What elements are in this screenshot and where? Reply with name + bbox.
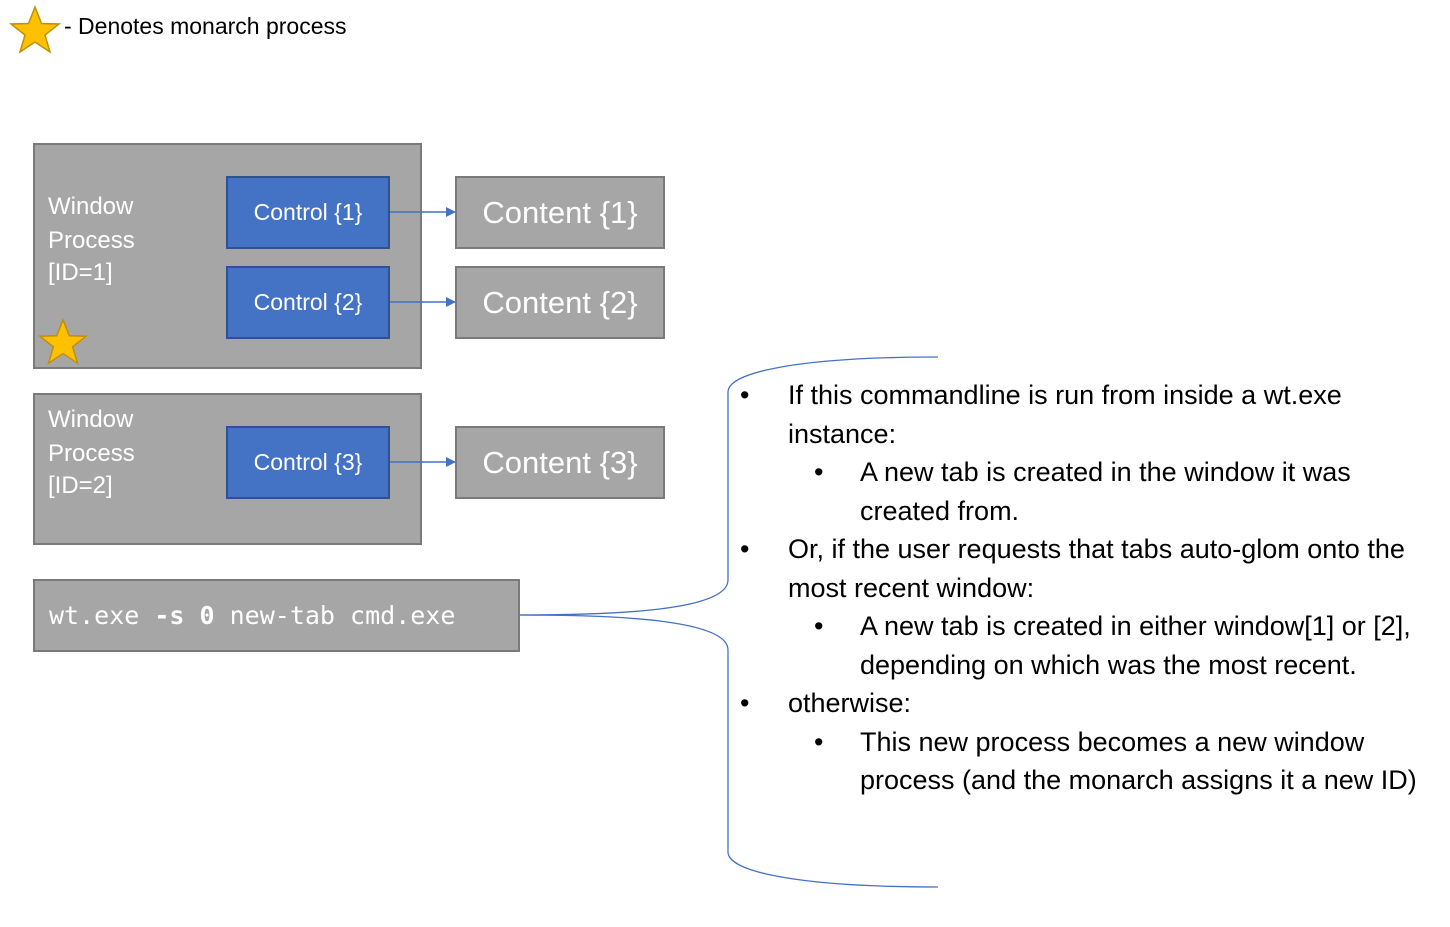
notes-panel: If this commandline is run from inside a… xyxy=(740,376,1420,800)
note-subitem: This new process becomes a new window pr… xyxy=(740,723,1420,800)
content-2: Content {2} xyxy=(455,266,665,339)
note-item: otherwise: xyxy=(740,684,1420,723)
content-3: Content {3} xyxy=(455,426,665,499)
control-2: Control {2} xyxy=(226,266,390,339)
window-label-line: Process xyxy=(48,440,135,467)
command-suffix: new-tab cmd.exe xyxy=(214,601,456,630)
window-label: Window Process [ID=2] xyxy=(48,403,198,503)
control-1: Control {1} xyxy=(226,176,390,249)
window-label-line: Window xyxy=(48,193,134,220)
legend-text: - Denotes monarch process xyxy=(64,13,347,39)
note-subitem: A new tab is created in either window[1]… xyxy=(740,607,1420,684)
note-item: If this commandline is run from inside a… xyxy=(740,376,1420,453)
control-3: Control {3} xyxy=(226,426,390,499)
note-subitem: A new tab is created in the window it wa… xyxy=(740,453,1420,530)
window-label-line: [ID=1] xyxy=(48,259,113,286)
content-1: Content {1} xyxy=(455,176,665,249)
note-item: Or, if the user requests that tabs auto-… xyxy=(740,530,1420,607)
notes-list: If this commandline is run from inside a… xyxy=(740,376,1420,800)
monarch-star-icon xyxy=(37,317,89,365)
command-line: wt.exe -s 0 new-tab cmd.exe xyxy=(33,579,520,652)
brace-connector xyxy=(519,356,939,616)
window-label: Window Process [ID=1] xyxy=(48,190,198,290)
window-label-line: Window xyxy=(48,406,134,433)
window-label-line: Process xyxy=(48,227,135,254)
command-flag: -s 0 xyxy=(154,601,215,630)
window-label-line: [ID=2] xyxy=(48,472,113,499)
brace-connector xyxy=(519,614,939,888)
star-icon xyxy=(8,5,62,54)
command-prefix: wt.exe xyxy=(49,601,155,630)
